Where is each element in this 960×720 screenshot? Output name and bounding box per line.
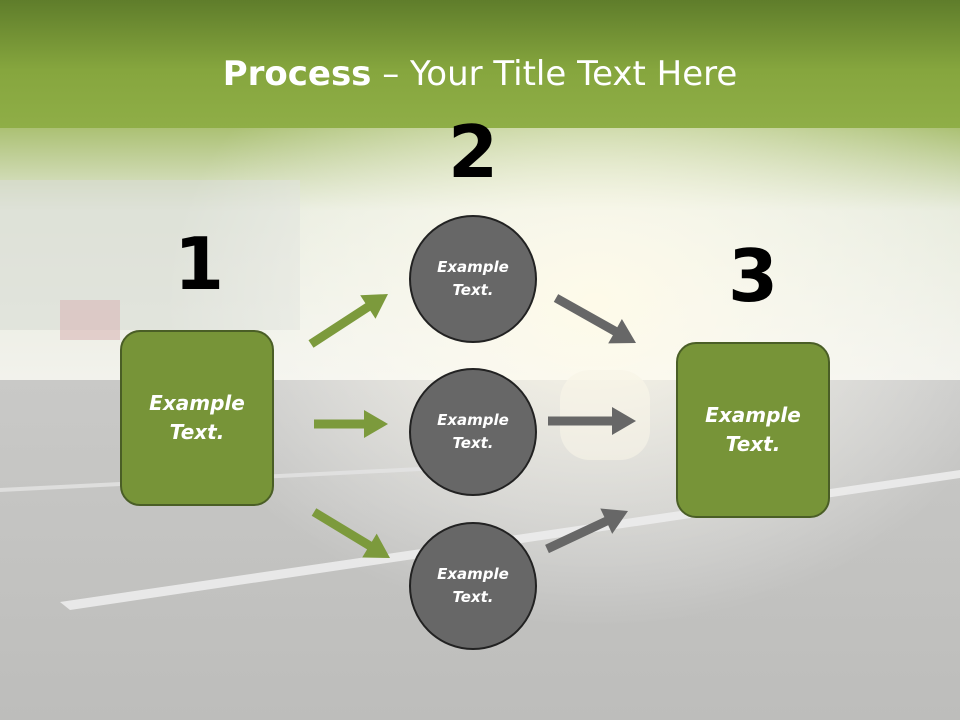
arrow-from-middle-circle xyxy=(548,407,636,435)
title-bold: Process xyxy=(222,54,372,94)
step-3-text: Example Text. xyxy=(705,403,801,456)
arrow-to-middle-circle xyxy=(314,410,388,438)
circle-bottom-text: Example Text. xyxy=(437,565,509,606)
arrow-to-top-circle xyxy=(308,294,388,348)
arrow-from-top-circle xyxy=(553,294,636,344)
step-1-text: Example Text. xyxy=(149,391,245,444)
circle-top-text: Example Text. xyxy=(437,258,509,299)
step-2-circle-top: Example Text. xyxy=(409,215,537,343)
step-2-circle-bottom: Example Text. xyxy=(409,522,537,650)
circle-middle-text: Example Text. xyxy=(437,411,509,452)
step-number-2: 2 xyxy=(447,110,499,194)
arrow-to-bottom-circle xyxy=(311,508,390,558)
step-number-1: 1 xyxy=(173,222,225,306)
step-number-3: 3 xyxy=(727,234,779,318)
step-1-box: Example Text. xyxy=(120,330,274,506)
title-rest: – Your Title Text Here xyxy=(371,54,738,94)
step-3-box: Example Text. xyxy=(676,342,830,518)
step-2-circle-middle: Example Text. xyxy=(409,368,537,496)
page-title: Process – Your Title Text Here xyxy=(0,52,960,96)
arrow-from-bottom-circle xyxy=(545,508,628,554)
